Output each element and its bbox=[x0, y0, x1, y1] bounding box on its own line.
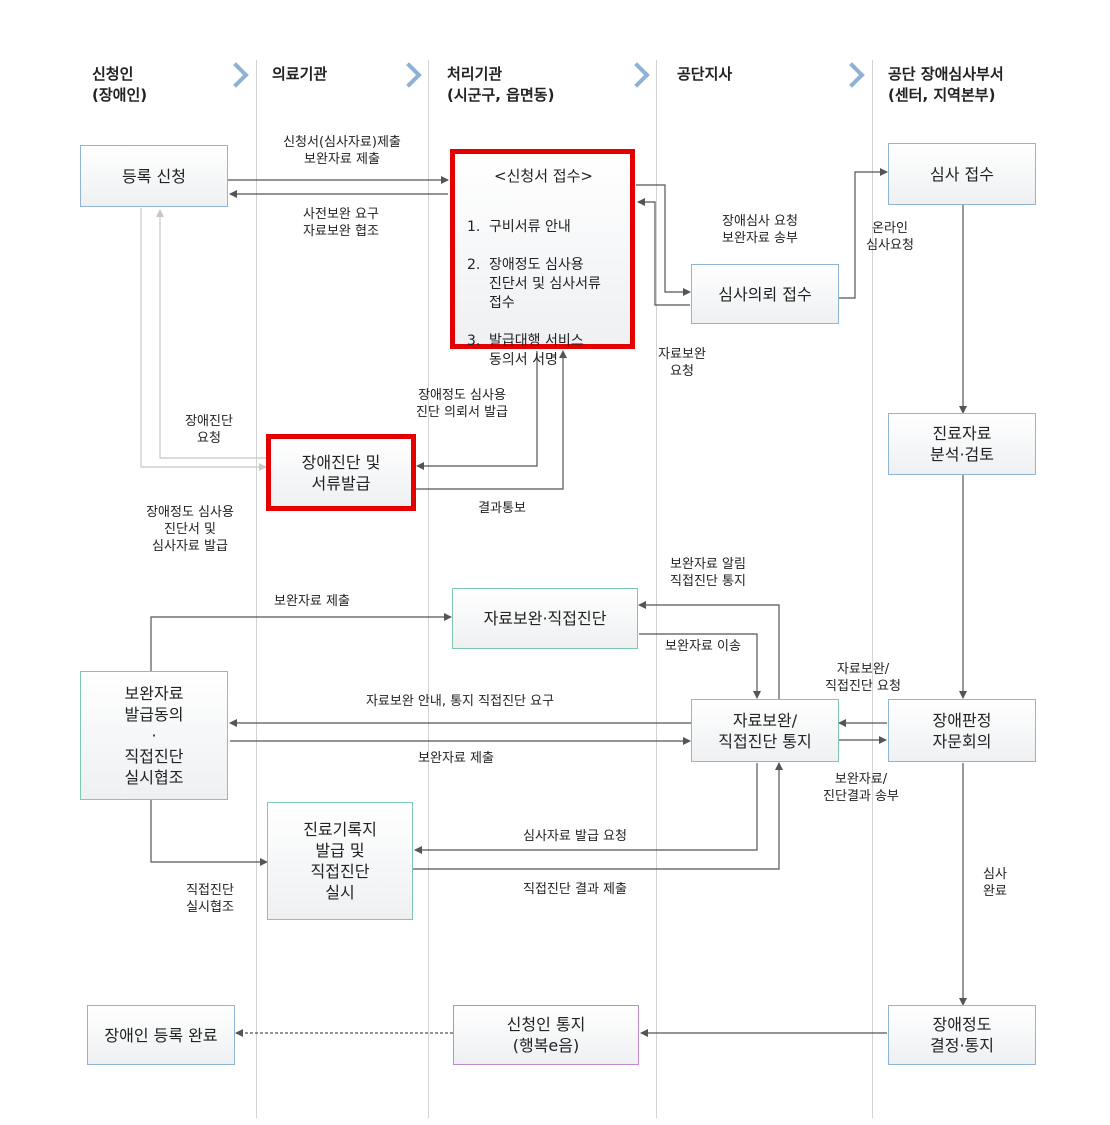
review-request-receipt-box: 심사의뢰 접수 bbox=[691, 264, 839, 324]
review-request-send-label: 장애심사 요청 보완자료 송부 bbox=[722, 214, 798, 246]
applicant-notice-box: 신청인 통지 (행복e음) bbox=[453, 1005, 639, 1065]
grade-decision-box: 장애정도 결정·통지 bbox=[888, 1005, 1036, 1065]
supplement-submit-mid-label: 보완자료 제출 bbox=[418, 751, 494, 766]
arrow bbox=[414, 350, 567, 490]
review-docs-request-label: 심사자료 발급 요청 bbox=[523, 829, 627, 844]
direct-result-submit-label: 직접진단 결과 제출 bbox=[523, 882, 627, 897]
pre-supplement-label: 사전보완 요구 자료보완 협조 bbox=[303, 207, 379, 239]
supplement-alert-label: 보완자료 알림 직접진단 통지 bbox=[670, 557, 746, 589]
supplement-result-send-label: 보완자료/ 진단결과 송부 bbox=[823, 772, 899, 804]
arrow bbox=[637, 198, 690, 306]
supplement-request-branch-label: 자료보완 요청 bbox=[658, 347, 706, 379]
application-reception-title: <신청서 접수> bbox=[494, 167, 593, 185]
list-item: 1.구비서류 안내 bbox=[467, 219, 571, 235]
supplement-submit-top-label: 보완자료 제출 bbox=[274, 594, 350, 609]
supplement-direct-request-label: 자료보완/ 직접진단 요청 bbox=[825, 662, 901, 694]
arrow bbox=[638, 601, 780, 699]
arrow bbox=[414, 763, 758, 854]
lane-header-medical: 의료기관 bbox=[272, 65, 328, 83]
registration-done-box: 장애인 등록 완료 bbox=[87, 1005, 235, 1065]
arrow bbox=[150, 613, 452, 671]
register-apply-box: 등록 신청 bbox=[80, 145, 228, 207]
arrow bbox=[150, 799, 268, 866]
supplement-consent-box: 보완자료 발급동의 · 직접진단 실시협조 bbox=[80, 671, 228, 800]
review-receipt-box: 심사 접수 bbox=[888, 143, 1036, 205]
arrow bbox=[639, 633, 761, 699]
lane-divider bbox=[428, 60, 429, 1118]
diagnosis-docs-issue-label: 장애정도 심사용 진단서 및 심사자료 발급 bbox=[146, 505, 234, 554]
lane-header-branch: 공단지사 bbox=[677, 65, 733, 83]
list-item: 3.발급대행 서비스 동의서 서명 bbox=[467, 333, 584, 368]
arrow-light bbox=[156, 209, 266, 459]
arrow bbox=[416, 351, 538, 470]
supplement-guide-label: 자료보완 안내, 통지 직접진단 요구 bbox=[365, 694, 555, 709]
reception-items-list: 1.구비서류 안내 2.장애정도 심사용 진단서 및 심사서류 접수 3.발급대… bbox=[467, 199, 620, 389]
online-request-label: 온라인 심사요청 bbox=[866, 221, 914, 253]
lane-divider bbox=[656, 60, 657, 1118]
diagnosis-request-label: 장애진단 요청 bbox=[185, 414, 233, 446]
supplement-notice-box: 자료보완/ 직접진단 통지 bbox=[691, 699, 839, 762]
lane-divider bbox=[256, 60, 257, 1118]
committee-box: 장애판정 자문회의 bbox=[888, 699, 1036, 762]
direct-cooperation-label: 직접진단 실시협조 bbox=[186, 883, 234, 915]
arrow bbox=[838, 168, 888, 299]
list-item: 2.장애정도 심사용 진단서 및 심사서류 접수 bbox=[467, 257, 601, 311]
application-reception-box: <신청서 접수> 1.구비서류 안내 2.장애정도 심사용 진단서 및 심사서류… bbox=[450, 149, 635, 368]
supplement-direct-box: 자료보완·직접진단 bbox=[452, 588, 638, 649]
arrow-light bbox=[140, 208, 267, 471]
lane-header-processing: 처리기관 (시군구, 읍면동) bbox=[447, 65, 555, 104]
lane-header-review-dept: 공단 장애심사부서 (센터, 지역본부) bbox=[888, 65, 1004, 104]
result-notice-label: 결과통보 bbox=[478, 501, 526, 516]
lane-header-applicant: 신청인 (장애인) bbox=[92, 65, 148, 104]
supplement-transfer-label: 보완자료 이송 bbox=[665, 639, 741, 654]
data-analysis-box: 진료자료 분석·검토 bbox=[888, 413, 1036, 475]
diagnosis-referral-label: 장애정도 심사용 진단 의뢰서 발급 bbox=[416, 388, 508, 420]
medical-record-box: 진료기록지 발급 및 직접진단 실시 bbox=[267, 802, 413, 920]
diagnosis-issue-box: 장애진단 및 서류발급 bbox=[266, 434, 416, 511]
lane-divider bbox=[872, 60, 873, 1118]
review-done-label: 심사 완료 bbox=[983, 867, 1007, 899]
arrow bbox=[636, 184, 691, 296]
submit-application-label: 신청서(심사자료)제출 보완자료 제출 bbox=[283, 135, 401, 167]
arrow bbox=[413, 762, 783, 870]
